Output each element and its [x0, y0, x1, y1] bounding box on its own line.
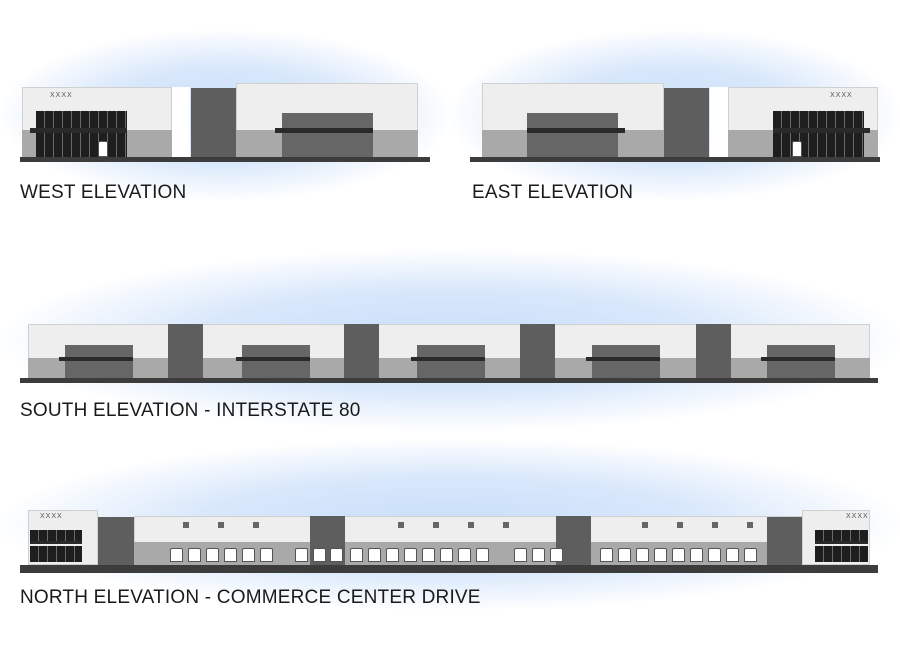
north-right-glazing-upper — [815, 530, 868, 541]
west-sign: XXXX — [50, 92, 73, 99]
north-tower-right — [767, 517, 803, 565]
east-ground — [470, 157, 880, 162]
south-canopy-1 — [236, 357, 310, 361]
south-office-lower-2 — [417, 361, 485, 378]
south-office-band-0 — [65, 345, 133, 357]
east-white-strip — [710, 87, 728, 157]
south-tower-2 — [520, 324, 555, 378]
west-entry-door — [98, 141, 108, 157]
west-stair-tower — [191, 88, 236, 157]
north-dock-door-18 — [532, 548, 545, 562]
north-left-canopy — [30, 541, 82, 544]
west-storefront-canopy — [30, 128, 127, 133]
east-lower-glazing — [773, 133, 864, 157]
north-left-glazing-upper — [30, 530, 82, 541]
north-clerestory-window-5 — [468, 522, 474, 528]
south-office-band-3 — [592, 345, 660, 357]
east-storefront-canopy — [773, 128, 870, 133]
east-entry-door — [792, 141, 802, 157]
west-lower-glazing — [36, 133, 127, 157]
east-office-band — [527, 113, 618, 128]
south-canopy-4 — [761, 357, 835, 361]
north-elevation-label: NORTH ELEVATION - COMMERCE CENTER DRIVE — [20, 587, 481, 608]
south-office-band-2 — [417, 345, 485, 357]
north-dock-door-2 — [206, 548, 219, 562]
north-dock-door-4 — [242, 548, 255, 562]
south-office-band-4 — [767, 345, 835, 357]
north-clerestory-window-3 — [398, 522, 404, 528]
north-dock-door-17 — [514, 548, 527, 562]
north-dock-door-0 — [170, 548, 183, 562]
north-clerestory-window-8 — [677, 522, 683, 528]
west-office-band — [282, 113, 373, 128]
north-dock-door-9 — [350, 548, 363, 562]
east-office-canopy — [527, 128, 625, 133]
north-dock-door-26 — [708, 548, 721, 562]
north-clerestory-window-9 — [712, 522, 718, 528]
north-dock-door-3 — [224, 548, 237, 562]
north-clerestory-window-10 — [747, 522, 753, 528]
north-dock-door-22 — [636, 548, 649, 562]
south-canopy-2 — [411, 357, 485, 361]
north-sign-right: XXXX — [846, 513, 869, 520]
south-office-lower-4 — [767, 361, 835, 378]
east-upper-glazing — [773, 111, 864, 128]
north-clerestory-window-2 — [253, 522, 259, 528]
north-dock-door-27 — [726, 548, 739, 562]
west-upper-glazing — [36, 111, 127, 128]
north-dock-door-12 — [404, 548, 417, 562]
north-right-canopy — [815, 541, 868, 544]
north-dock-door-20 — [600, 548, 613, 562]
east-sign: XXXX — [830, 92, 853, 99]
north-dock-door-5 — [260, 548, 273, 562]
west-office-canopy — [275, 128, 373, 133]
north-dock-door-11 — [386, 548, 399, 562]
north-dock-door-16 — [476, 548, 489, 562]
north-clerestory-window-7 — [642, 522, 648, 528]
north-clerestory-window-6 — [503, 522, 509, 528]
north-tower-left — [98, 517, 134, 565]
north-dock-door-24 — [672, 548, 685, 562]
west-ground — [20, 157, 430, 162]
south-office-band-1 — [242, 345, 310, 357]
south-tower-1 — [344, 324, 379, 378]
south-canopy-3 — [586, 357, 660, 361]
south-elevation-label: SOUTH ELEVATION - INTERSTATE 80 — [20, 400, 361, 421]
north-dock-door-8 — [330, 548, 343, 562]
south-office-lower-0 — [65, 361, 133, 378]
west-elevation-label: WEST ELEVATION — [20, 182, 187, 203]
north-dock-door-7 — [313, 548, 326, 562]
north-dock-door-21 — [618, 548, 631, 562]
north-dock-door-23 — [654, 548, 667, 562]
east-stair-tower — [664, 88, 709, 157]
west-office-lower — [282, 133, 373, 157]
north-right-glazing-lower — [815, 546, 868, 562]
north-dock-door-6 — [295, 548, 308, 562]
north-sign-left: XXXX — [40, 513, 63, 520]
north-left-glazing-lower — [30, 546, 82, 562]
north-dock-door-15 — [458, 548, 471, 562]
south-tower-3 — [696, 324, 731, 378]
north-ground — [20, 565, 878, 573]
north-dock-door-19 — [550, 548, 563, 562]
east-elevation-label: EAST ELEVATION — [472, 182, 634, 203]
north-dock-door-28 — [744, 548, 757, 562]
south-canopy-0 — [59, 357, 133, 361]
north-dock-door-13 — [422, 548, 435, 562]
west-white-strip — [172, 87, 190, 157]
north-dock-door-1 — [188, 548, 201, 562]
south-ground — [20, 378, 878, 383]
north-dock-door-10 — [368, 548, 381, 562]
south-office-lower-1 — [242, 361, 310, 378]
east-office-lower — [527, 133, 618, 157]
north-dock-door-14 — [440, 548, 453, 562]
south-office-lower-3 — [592, 361, 660, 378]
north-dock-door-25 — [690, 548, 703, 562]
north-clerestory-window-1 — [218, 522, 224, 528]
north-clerestory-window-0 — [183, 522, 189, 528]
south-tower-0 — [168, 324, 203, 378]
north-clerestory-window-4 — [433, 522, 439, 528]
